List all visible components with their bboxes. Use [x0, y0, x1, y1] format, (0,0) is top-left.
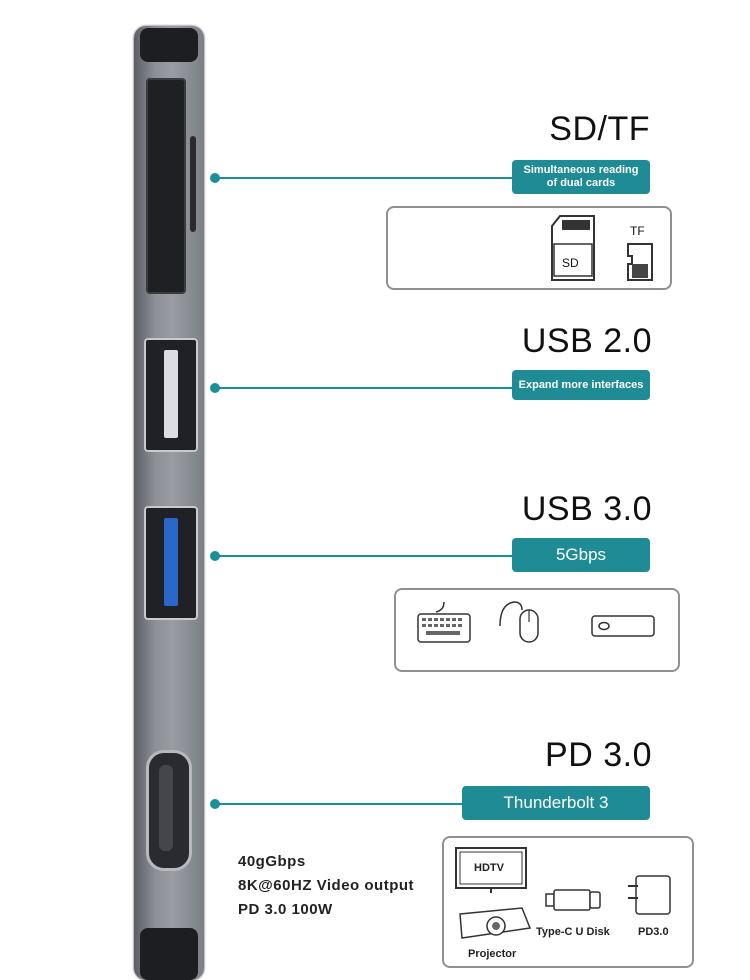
- usb3-tongue: [164, 518, 178, 606]
- usb2-connector-dot: [210, 383, 220, 393]
- usb3-connector-line: [218, 555, 514, 557]
- usb3-badge: 5Gbps: [512, 538, 650, 572]
- usb2-connector-line: [218, 387, 514, 389]
- sd-badge: Simultaneous reading of dual cards: [512, 160, 650, 194]
- usb2-port: [144, 338, 198, 452]
- sd-cards-box: SD TF: [386, 206, 672, 290]
- charger-label: PD3.0: [638, 926, 669, 938]
- sd-connector-dot: [210, 173, 220, 183]
- spec-power: PD 3.0 100W: [238, 901, 333, 918]
- pd-charger-icon: [628, 875, 671, 915]
- tf-card-label: TF: [630, 224, 645, 238]
- projector-icon: [459, 907, 532, 939]
- sd-connector-line: [218, 177, 514, 179]
- pd-connector-dot: [210, 799, 220, 809]
- tf-card-slot: [190, 136, 196, 232]
- hub-top-cap: [140, 28, 198, 62]
- sd-card-icon: [551, 215, 595, 281]
- pd-devices-box: HDTV Projector Type-C U Disk PD3.0: [442, 836, 694, 968]
- sd-badge-line1: Simultaneous reading: [523, 164, 639, 176]
- usb3-connector-dot: [210, 551, 220, 561]
- usb2-badge: Expand more interfaces: [512, 370, 650, 400]
- sd-card-label: SD: [562, 256, 579, 270]
- sd-badge-line2: of dual cards: [546, 177, 616, 189]
- sd-card-slot: [146, 78, 186, 294]
- usb2-title: USB 2.0: [521, 322, 652, 360]
- usb3-port: [144, 506, 198, 620]
- hdtv-label: HDTV: [474, 862, 504, 874]
- hub-bottom-cap: [140, 928, 198, 980]
- tf-card-icon: [627, 243, 653, 281]
- mouse-icon: [499, 601, 539, 643]
- spec-bandwidth: 40gGbps: [238, 853, 306, 870]
- pd-connector-line: [218, 803, 462, 805]
- pd-title: PD 3.0: [545, 736, 652, 774]
- pd-badge: Thunderbolt 3: [462, 786, 650, 820]
- spec-video: 8K@60HZ Video output: [238, 877, 415, 894]
- sd-title: SD/TF: [549, 110, 650, 148]
- projector-label: Projector: [468, 948, 517, 960]
- usb2-tongue: [164, 350, 178, 438]
- hdtv-icon: [455, 847, 527, 893]
- usb-drive-icon: [591, 615, 655, 637]
- keyboard-icon: [417, 601, 471, 643]
- udisk-label: Type-C U Disk: [536, 926, 610, 938]
- pd-specs: 40gGbps 8K@60HZ Video output PD 3.0 100W: [238, 850, 414, 922]
- type-c-udisk-icon: [545, 889, 601, 911]
- usb3-title: USB 3.0: [521, 490, 652, 528]
- usb-c-port: [146, 750, 192, 871]
- usb3-devices-box: [394, 588, 680, 672]
